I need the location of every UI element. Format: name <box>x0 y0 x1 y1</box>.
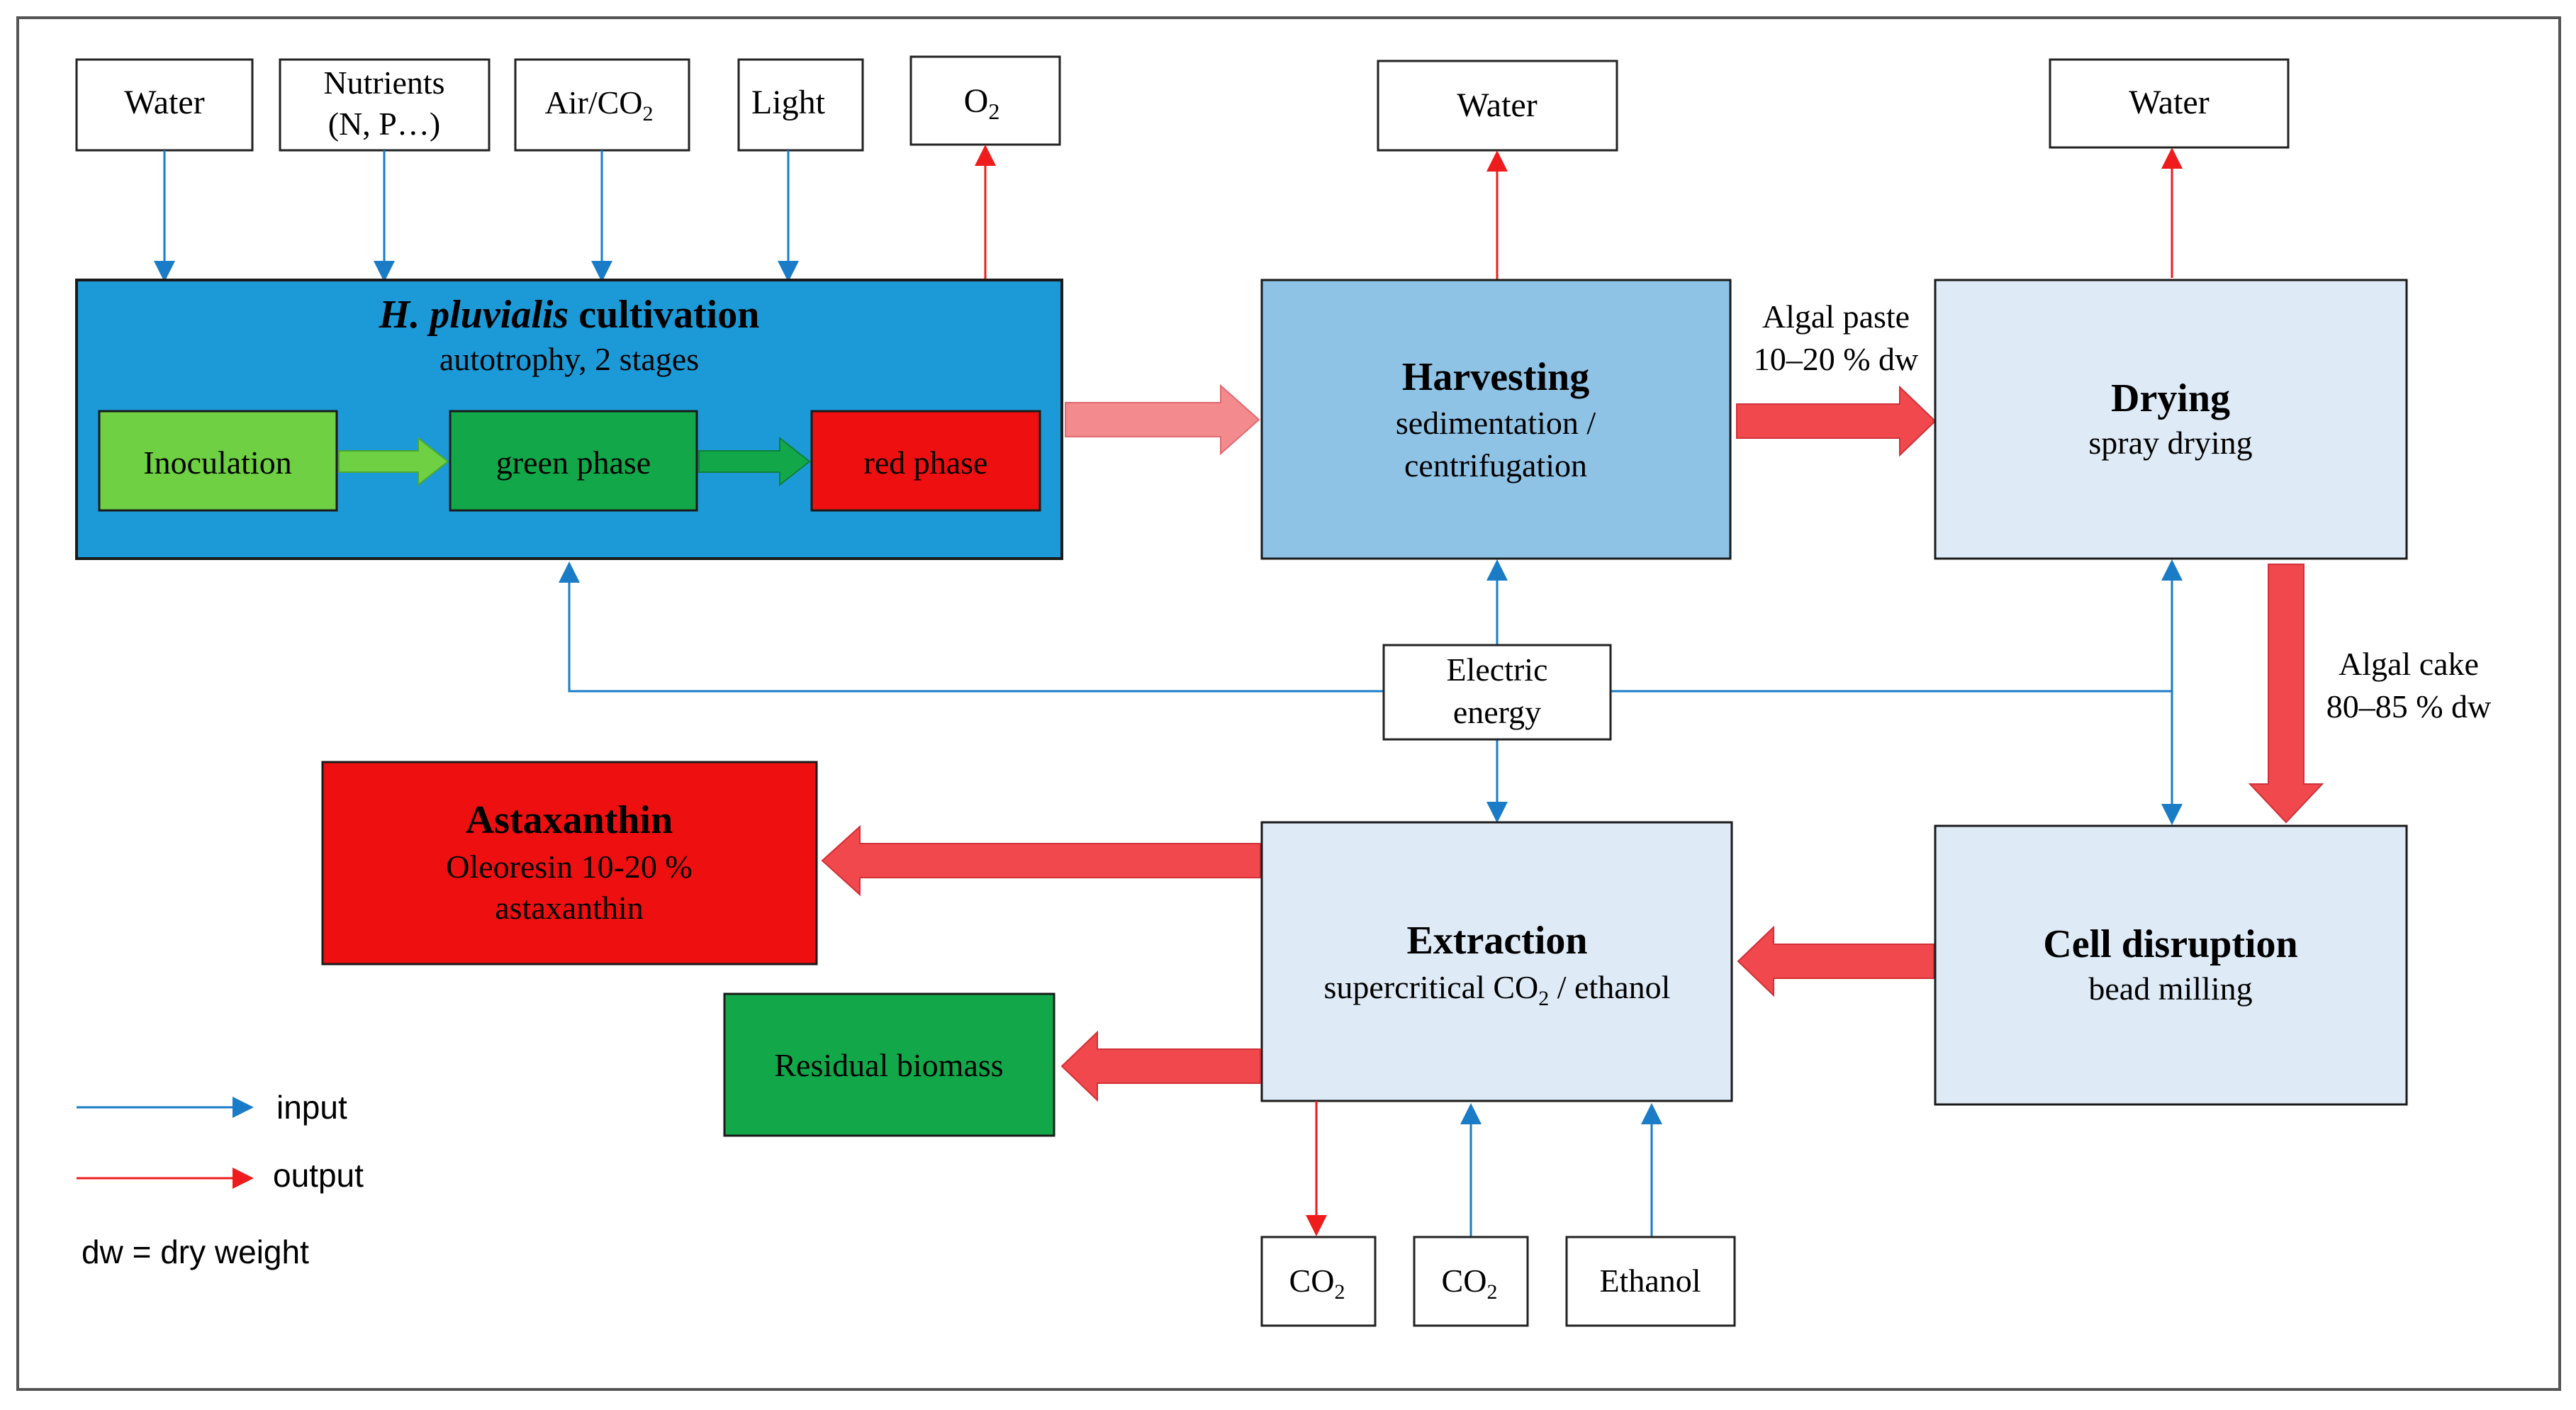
input-nutrients-line1: Nutrients <box>323 65 444 101</box>
arrow-inoculation-to-green <box>338 436 449 487</box>
harvesting-line1: sedimentation / <box>1396 405 1596 441</box>
flow-harvesting-to-drying <box>1736 385 1937 457</box>
harvesting-box: Harvesting sedimentation / centrifugatio… <box>1260 279 1732 560</box>
algal-cake-line1: Algal cake <box>2339 646 2479 682</box>
co2-output-sub: 2 <box>1334 1280 1345 1304</box>
output-water-harvest-label: Water <box>1457 86 1537 124</box>
red-phase-box <box>810 410 1041 512</box>
inoculation-box <box>98 410 338 512</box>
flow-drying-to-cell-disruption <box>2248 564 2324 824</box>
input-air-sub: 2 <box>643 102 654 125</box>
electric-line-to-cultivation <box>559 561 1384 693</box>
svg-text:supercritical CO2 / ethanol: supercritical CO2 / ethanol <box>1324 969 1671 1010</box>
input-water-box: Water <box>75 58 254 152</box>
input-nutrients-line2: (N, P…) <box>328 106 440 142</box>
green-phase-box <box>449 410 698 512</box>
svg-text:CO2: CO2 <box>1442 1263 1498 1304</box>
residual-biomass-box: Residual biomass <box>723 992 1055 1137</box>
residual-biomass-label: Residual biomass <box>774 1047 1003 1083</box>
extraction-line-b: / ethanol <box>1549 969 1670 1005</box>
astaxanthin-line2: astaxanthin <box>495 890 644 926</box>
svg-text:O2: O2 <box>964 82 1000 124</box>
arrow-green-to-red <box>698 436 811 487</box>
cell-disruption-box: Cell disruption bead milling <box>1934 824 2408 1106</box>
legend: input output dw = dry weight <box>77 1089 364 1270</box>
flow-cell-disruption-to-extraction <box>1737 925 1934 997</box>
input-air-box: Air/CO2 <box>514 58 690 152</box>
astaxanthin-title: Astaxanthin <box>466 798 673 842</box>
output-water-harvest-box: Water <box>1377 60 1618 152</box>
algal-paste-line1: Algal paste <box>1762 298 1910 335</box>
output-water-drying-label: Water <box>2129 84 2209 121</box>
flow-extraction-to-residual <box>1060 1030 1261 1102</box>
algal-cake-line2: 80–85 % dw <box>2326 688 2492 724</box>
red-phase-label: red phase <box>864 444 988 481</box>
svg-text:Air/CO2: Air/CO2 <box>545 84 654 125</box>
cultivation-title-italic: H. pluvialis <box>379 293 569 337</box>
ethanol-input-box: Ethanol <box>1565 1236 1736 1327</box>
extraction-line-sub: 2 <box>1538 987 1549 1010</box>
co2-output-box: CO2 <box>1260 1236 1377 1327</box>
electric-energy-box: Electric energy <box>1382 644 1612 741</box>
cell-disruption-subtitle: bead milling <box>2088 970 2252 1007</box>
legend-dw-label: dw = dry weight <box>82 1233 309 1270</box>
electric-line2: energy <box>1453 694 1541 730</box>
outer-frame <box>16 16 2561 1391</box>
svg-text:H. pluvialis cultivation: H. pluvialis cultivation <box>379 293 760 337</box>
cultivation-title-rest: cultivation <box>569 293 759 337</box>
electric-line1: Electric <box>1446 651 1547 688</box>
co2-output-label: CO <box>1289 1263 1335 1299</box>
legend-output-label: output <box>273 1157 364 1194</box>
ethanol-label: Ethanol <box>1599 1263 1701 1299</box>
legend-input-label: input <box>276 1089 347 1126</box>
drying-title: Drying <box>2111 376 2230 420</box>
cultivation-box: H. pluvialis cultivation autotrophy, 2 s… <box>75 279 1063 560</box>
flow-cultivation-to-harvesting <box>1065 384 1260 456</box>
svg-text:CO2: CO2 <box>1289 1263 1345 1304</box>
astaxanthin-box: Astaxanthin Oleoresin 10-20 % astaxanthi… <box>321 761 818 966</box>
output-o2-label: O <box>964 82 989 120</box>
drying-box: Drying spray drying <box>1934 279 2408 560</box>
inoculation-label: Inoculation <box>143 444 292 481</box>
co2-input-label: CO <box>1442 1263 1487 1299</box>
co2-input-box: CO2 <box>1413 1236 1529 1327</box>
green-phase-label: green phase <box>496 444 651 481</box>
algal-paste-line2: 10–20 % dw <box>1754 341 1919 377</box>
input-nutrients-box: Nutrients (N, P…) <box>279 58 491 152</box>
input-water-label: Water <box>124 84 204 121</box>
drying-subtitle: spray drying <box>2088 425 2252 461</box>
astaxanthin-line1: Oleoresin 10-20 % <box>446 849 692 885</box>
output-water-drying-box: Water <box>2049 58 2290 149</box>
input-light-box: Light <box>737 58 864 152</box>
input-light-label: Light <box>751 84 826 121</box>
extraction-line-a: supercritical CO <box>1324 969 1539 1005</box>
co2-input-sub: 2 <box>1486 1280 1497 1304</box>
output-o2-box: O2 <box>909 55 1061 146</box>
harvesting-line2: centrifugation <box>1404 447 1587 483</box>
cultivation-subtitle: autotrophy, 2 stages <box>439 341 699 377</box>
flow-extraction-to-astaxanthin <box>821 824 1261 897</box>
extraction-box: Extraction supercritical CO2 / ethanol <box>1260 821 1733 1102</box>
output-o2-sub: 2 <box>988 99 999 124</box>
cell-disruption-title: Cell disruption <box>2043 922 2297 966</box>
input-air-label: Air/CO <box>545 84 643 121</box>
harvesting-title: Harvesting <box>1402 355 1589 399</box>
extraction-title: Extraction <box>1406 919 1587 963</box>
